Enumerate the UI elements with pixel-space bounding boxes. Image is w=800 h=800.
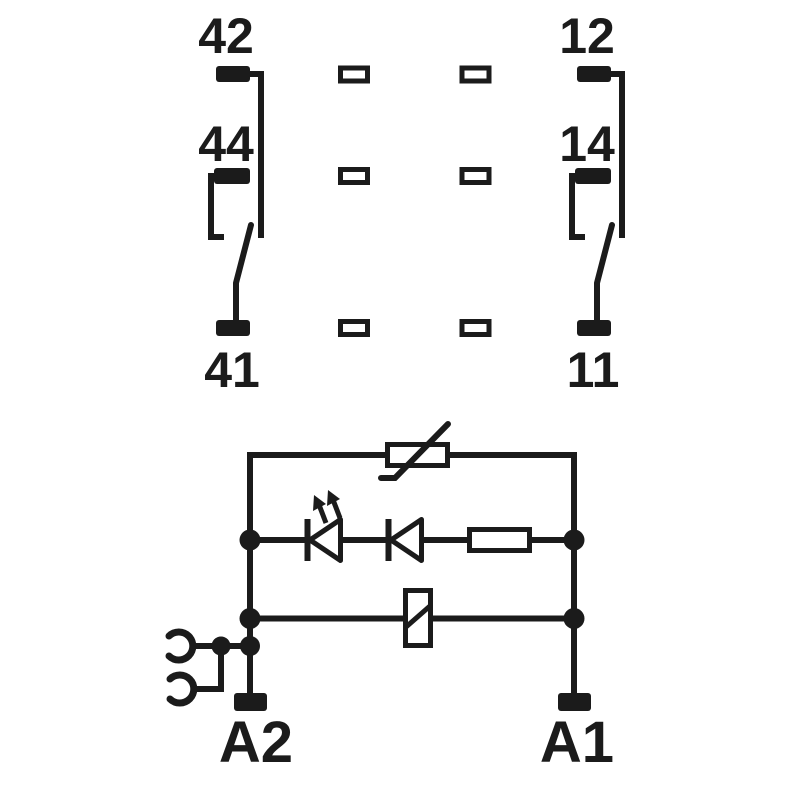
led-icon <box>304 490 343 563</box>
terminal-pad-icon <box>214 168 250 184</box>
solder-pin-grid <box>338 65 492 337</box>
relay-coil-icon <box>403 588 433 648</box>
no-contact-bracket <box>208 173 224 240</box>
junction-dot <box>239 529 261 551</box>
terminal-pad-icon <box>216 320 250 336</box>
junction-dot <box>211 636 231 656</box>
diode-icon <box>385 517 424 563</box>
solder-pin-icon <box>459 167 492 185</box>
arrow-shaft <box>317 505 329 524</box>
terminal-pad-icon <box>577 320 611 336</box>
terminal-pad-icon <box>216 66 250 82</box>
no-contact-bracket <box>569 173 585 240</box>
nc-contact-wire <box>248 71 264 238</box>
varistor-icon <box>378 421 451 481</box>
solder-pin-icon <box>459 65 492 84</box>
terminal-label-44: 44 <box>198 116 254 172</box>
bridge-wire <box>194 646 224 692</box>
contact-pole-right: 12 14 11 <box>559 8 625 398</box>
plug-in-bridge-icon <box>165 628 250 707</box>
diode-triangle <box>388 517 424 563</box>
junction-dot <box>563 608 585 629</box>
arrow-shaft <box>331 500 343 519</box>
circuit-frame-wire <box>247 452 577 697</box>
terminal-pad-icon <box>558 693 591 711</box>
switch-lever-icon <box>594 222 615 324</box>
switch-lever-icon <box>233 222 254 324</box>
contact-diagram: 42 44 41 12 14 11 <box>198 8 625 398</box>
terminal-label-41: 41 <box>204 342 260 398</box>
resistor-icon <box>467 527 532 553</box>
terminal-label-42: 42 <box>198 8 254 64</box>
solder-pin-icon <box>338 65 370 84</box>
arrow-head-icon <box>313 495 326 511</box>
junction-dot <box>239 608 261 629</box>
coil-slash <box>404 604 432 629</box>
terminal-label-a2: A2 <box>219 710 293 775</box>
nc-contact-wire <box>609 71 625 238</box>
bridge-contact-arc <box>166 671 198 707</box>
coil-circuit: A2 A1 <box>165 421 614 775</box>
solder-pin-icon <box>338 319 370 337</box>
solder-pin-icon <box>338 167 370 185</box>
arrow-head-icon <box>327 490 340 506</box>
junction-dot <box>240 636 260 656</box>
solder-pin-icon <box>459 319 492 337</box>
terminal-label-14: 14 <box>559 116 615 172</box>
terminal-pad-icon <box>234 693 267 711</box>
terminal-label-11: 11 <box>567 342 620 398</box>
terminal-pad-icon <box>575 168 611 184</box>
terminal-label-12: 12 <box>559 8 615 64</box>
led-emission-arrows <box>313 490 343 524</box>
led-triangle <box>307 517 343 563</box>
varistor-slash <box>378 421 451 481</box>
terminal-pad-icon <box>577 66 611 82</box>
junction-dot <box>563 529 585 551</box>
bridge-contact-arc <box>165 628 197 664</box>
terminal-label-a1: A1 <box>540 710 614 775</box>
contact-pole-left: 42 44 41 <box>198 8 264 398</box>
